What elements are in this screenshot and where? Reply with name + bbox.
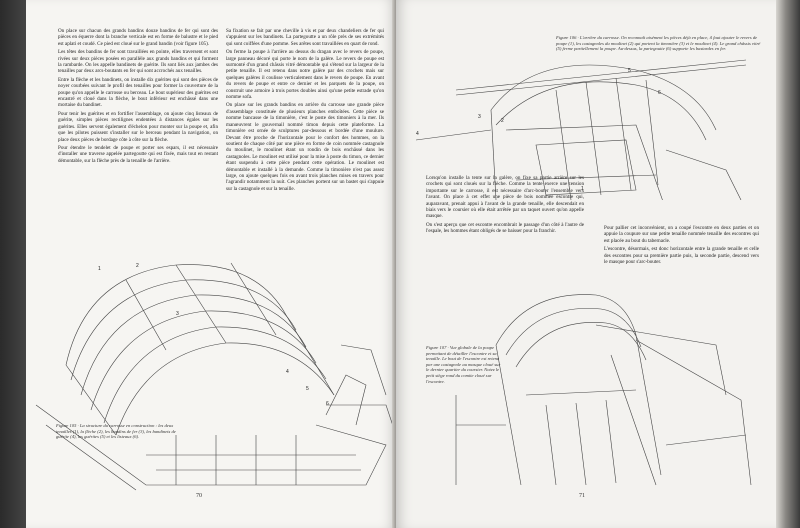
paragraph: On place sur les grands bandins en arriè… (226, 102, 384, 192)
figure-106-caption: Figure 106 · L'arrière du carrosse. On r… (556, 35, 761, 52)
paragraph: Les têtes des bandins de fer sont travai… (58, 49, 218, 75)
paragraph: L'escontre, désormais, est donc horizont… (604, 246, 759, 266)
paragraph: Lorsqu'on installe la tente sur la galèr… (426, 175, 584, 220)
paragraph: Pour pallier cet inconvénient, on a coup… (604, 225, 759, 244)
figure-label: 2 (501, 118, 504, 124)
paragraph: On place sur chacun des grands bandins d… (58, 28, 218, 47)
paragraph: On s'est aperçu que cet escontre encombr… (426, 221, 584, 235)
figure-label: 6 (326, 401, 329, 407)
left-column-1: On place sur chacun des grands bandins d… (58, 28, 218, 166)
figure-label: 1 (98, 266, 101, 272)
right-column-2: Pour pallier cet inconvénient, on a coup… (604, 225, 759, 267)
figure-label: 3 (176, 311, 179, 317)
book-edge-left (0, 0, 26, 528)
paragraph: On ferme la poupe à l'arrière au dessus … (226, 49, 384, 101)
figure-label: 3 (478, 114, 481, 120)
figure-label: 5 (628, 68, 631, 74)
paragraph: Sa fixation se fait par une cheville à v… (226, 28, 384, 47)
right-column-1: Lorsqu'on installe la tente sur la galèr… (426, 175, 584, 237)
paragraph: Pour tenir les guérites et en fortifier … (58, 110, 218, 143)
figure-label: 1 (581, 186, 584, 192)
page-number: 71 (579, 493, 585, 499)
figure-label: 6 (658, 90, 661, 96)
figure-106-drawing: 1 2 3 4 5 6 (415, 59, 747, 200)
paragraph: Pour étendre le tendelet de poupe et por… (58, 144, 218, 164)
left-column-2: Sa fixation se fait par une cheville à v… (226, 28, 384, 194)
figure-label: 5 (306, 386, 309, 392)
right-page: 1 2 3 4 5 6 Figure 106 · L'arrière du ca… (396, 0, 776, 528)
book-edge-right (776, 0, 800, 528)
figure-label: 2 (136, 263, 139, 269)
figure-105-caption: Figure 105 · La structure du carrosse en… (56, 423, 176, 440)
page-number: 70 (196, 493, 202, 499)
figure-107-caption: Figure 107 · Vue globale de la poupe per… (426, 345, 501, 384)
left-page: On place sur chacun des grands bandins d… (26, 0, 396, 528)
figure-label: 4 (286, 369, 289, 375)
figure-label: 4 (416, 131, 419, 137)
figure-107-drawing (455, 294, 752, 486)
paragraph: Entre la flèche et les bandinets, on ins… (58, 76, 218, 109)
figure-105-drawing: 1 2 3 4 5 6 (35, 262, 396, 491)
